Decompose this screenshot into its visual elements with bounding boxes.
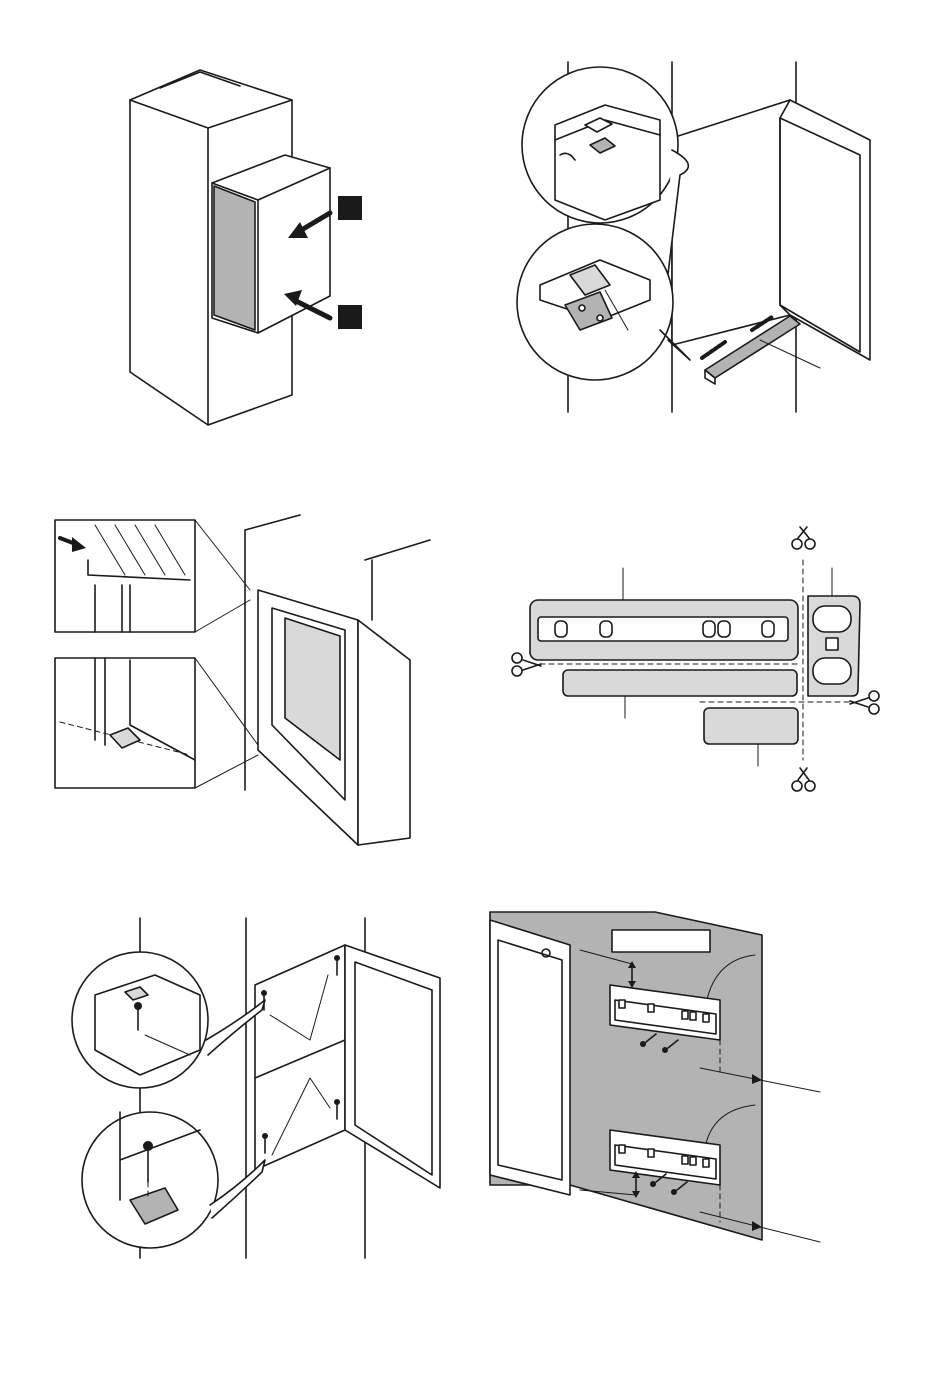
fridge-door-frame <box>672 100 870 360</box>
door-panel <box>490 912 762 1240</box>
appliance <box>212 155 330 333</box>
bracket-rail <box>538 617 788 641</box>
scissors-icon <box>792 527 815 549</box>
fridge-door <box>358 620 410 845</box>
end-clip <box>808 596 860 696</box>
panel-mount-door-brackets <box>490 912 820 1242</box>
panel-insert-unit <box>130 70 362 425</box>
fridge-door <box>345 945 440 1188</box>
panel-screw-hinges <box>72 918 440 1258</box>
scissors-icon <box>792 768 815 791</box>
magnifier-callout-icon <box>55 520 250 632</box>
magnifier-callout-icon <box>55 658 258 788</box>
magnifier-callout-icon <box>82 1112 265 1248</box>
cover-piece <box>704 708 798 744</box>
arrow-icon <box>702 342 725 358</box>
panel-cut-brackets <box>512 527 879 791</box>
fridge-body <box>258 590 358 845</box>
step-marker <box>338 196 362 220</box>
cover-strip <box>563 670 797 696</box>
fridge-body <box>255 945 345 1170</box>
magnifier-callout-icon <box>72 952 265 1088</box>
magnifier-callout-icon <box>517 224 690 380</box>
panel-bottom-hinge-detail <box>517 62 870 412</box>
panel-top-gap-detail <box>55 515 430 845</box>
blank-label-box <box>612 930 710 952</box>
step-marker <box>338 305 362 329</box>
